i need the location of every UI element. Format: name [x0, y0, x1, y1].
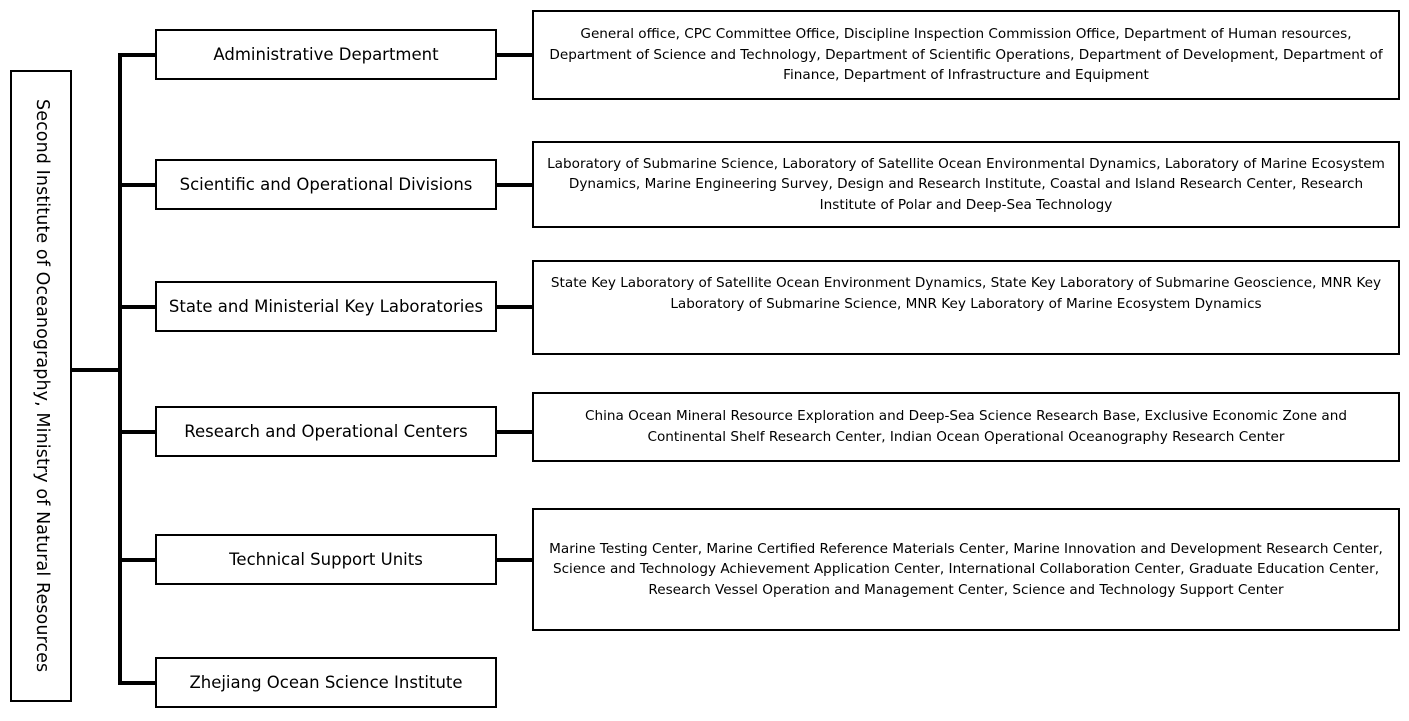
- branch-connector-line-1: [118, 53, 157, 57]
- detail-node-administrative-department[interactable]: General office, CPC Committee Office, Di…: [532, 10, 1400, 100]
- detail-connector-line-5: [495, 558, 534, 562]
- root-connector-line: [72, 368, 122, 372]
- branch-node-state-and-ministerial-key-laboratories[interactable]: State and Ministerial Key Laboratories: [155, 281, 497, 332]
- detail-node-scientific-and-operational-divisions[interactable]: Laboratory of Submarine Science, Laborat…: [532, 141, 1400, 228]
- root-node-second-institute-of-oceanography[interactable]: Second Institute of Oceanography, Minist…: [10, 70, 72, 702]
- branch-connector-line-4: [118, 430, 157, 434]
- detail-node-text: Laboratory of Submarine Science, Laborat…: [547, 155, 1385, 213]
- branch-node-scientific-and-operational-divisions[interactable]: Scientific and Operational Divisions: [155, 159, 497, 210]
- branch-node-label: State and Ministerial Key Laboratories: [168, 297, 484, 316]
- branch-node-label: Scientific and Operational Divisions: [179, 175, 473, 194]
- detail-node-text: State Key Laboratory of Satellite Ocean …: [550, 275, 1382, 312]
- detail-node-state-and-ministerial-key-laboratories[interactable]: State Key Laboratory of Satellite Ocean …: [532, 260, 1400, 355]
- branch-connector-line-5: [118, 558, 157, 562]
- detail-node-technical-support-units[interactable]: Marine Testing Center, Marine Certified …: [532, 508, 1400, 631]
- branch-connector-line-3: [118, 305, 157, 309]
- detail-node-text: General office, CPC Committee Office, Di…: [549, 26, 1383, 84]
- branch-connector-line-2: [118, 183, 157, 187]
- branch-connector-line-6: [118, 681, 157, 685]
- detail-connector-line-2: [495, 183, 534, 187]
- detail-connector-line-1: [495, 53, 534, 57]
- branch-node-label: Technical Support Units: [229, 550, 423, 569]
- branch-node-technical-support-units[interactable]: Technical Support Units: [155, 534, 497, 585]
- detail-connector-line-4: [495, 430, 534, 434]
- root-node-label: Second Institute of Oceanography, Minist…: [31, 99, 52, 673]
- branch-node-label: Research and Operational Centers: [184, 422, 468, 441]
- detail-node-text: Marine Testing Center, Marine Certified …: [549, 540, 1383, 598]
- branch-node-zhejiang-ocean-science-institute[interactable]: Zhejiang Ocean Science Institute: [155, 657, 497, 708]
- detail-connector-line-3: [495, 305, 534, 309]
- detail-node-text: China Ocean Mineral Resource Exploration…: [585, 408, 1347, 445]
- detail-node-research-and-operational-centers[interactable]: China Ocean Mineral Resource Exploration…: [532, 392, 1400, 462]
- branch-node-label: Zhejiang Ocean Science Institute: [189, 673, 463, 692]
- branch-node-research-and-operational-centers[interactable]: Research and Operational Centers: [155, 406, 497, 457]
- branch-node-label: Administrative Department: [213, 45, 439, 64]
- branch-node-administrative-department[interactable]: Administrative Department: [155, 29, 497, 80]
